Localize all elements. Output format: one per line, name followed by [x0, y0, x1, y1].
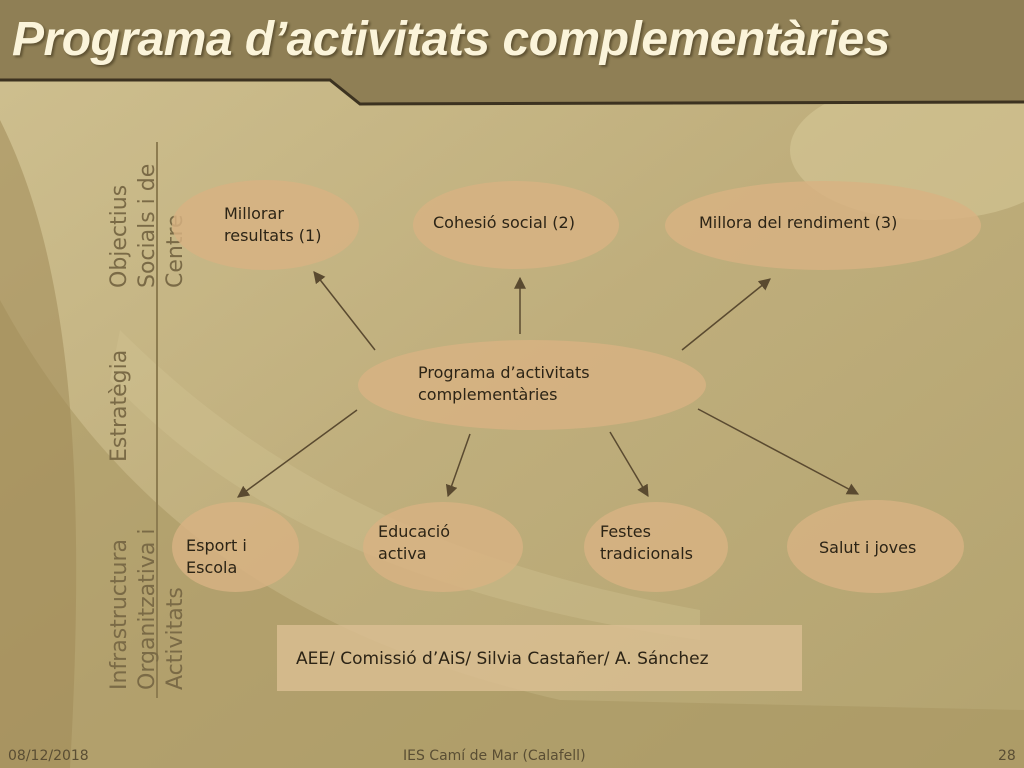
- arrow-to-activity-1: [237, 409, 358, 498]
- footer-page-number: 28: [998, 748, 1016, 764]
- objective-label-2: Cohesió social (2): [433, 213, 575, 232]
- objective-ellipse-1: [172, 180, 359, 270]
- responsible-label: AEE/ Comissió d’AiS/ Silvia Castañer/ A.…: [296, 649, 709, 669]
- objective-ellipse-3: [665, 181, 981, 270]
- arrow-to-objective-1: [313, 271, 376, 351]
- slide-title: Programa d’activitats complementàries: [12, 13, 890, 66]
- center-ellipse: [358, 340, 706, 430]
- objective-ellipse-2: [413, 181, 619, 269]
- arrow-to-activity-3: [609, 431, 649, 498]
- activity-ellipse-2: [363, 502, 523, 592]
- arrow-to-activity-2: [445, 433, 471, 498]
- arrow-to-objective-3: [681, 278, 771, 351]
- responsible-box: [277, 625, 802, 691]
- activity-ellipse-3: [584, 502, 728, 592]
- activity-label-4: Salut i joves: [819, 538, 917, 557]
- activity-ellipse-1: [172, 502, 299, 592]
- footer-date: 08/12/2018: [8, 748, 89, 764]
- objective-label-3: Millora del rendiment (3): [699, 213, 898, 232]
- divider-line: [156, 142, 158, 698]
- activity-ellipse-4: [787, 500, 964, 593]
- arrow-to-activity-4: [697, 408, 860, 495]
- footer-center: IES Camí de Mar (Calafell): [403, 748, 586, 764]
